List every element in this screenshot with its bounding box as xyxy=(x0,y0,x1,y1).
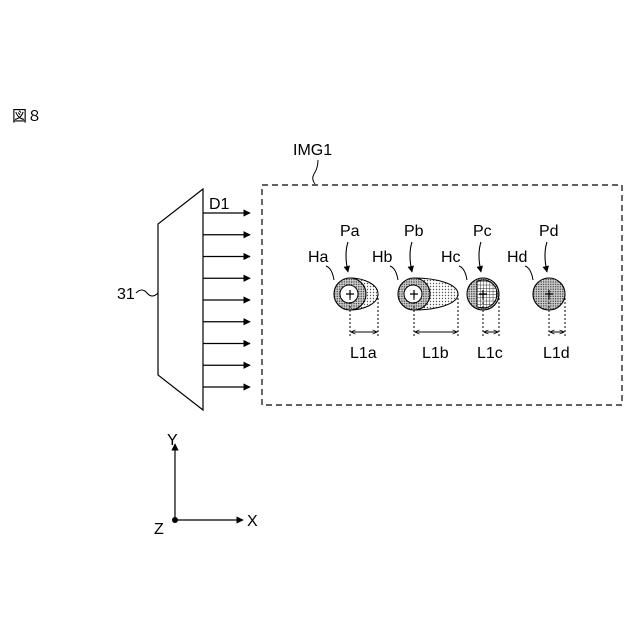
hole-leader xyxy=(326,266,334,280)
hole-label: Hd xyxy=(507,249,527,266)
spot-pd: Hd PdL1d xyxy=(507,223,570,362)
hole-leader xyxy=(459,266,467,280)
axis-x-label: X xyxy=(247,513,258,530)
coordinate-axes: Y X Z xyxy=(154,432,258,538)
image-label-leader xyxy=(313,160,318,184)
position-label: Pb xyxy=(404,223,424,240)
hole-leader xyxy=(525,266,533,280)
axis-z-label: Z xyxy=(154,521,164,538)
position-label: Pa xyxy=(340,223,360,240)
distance-label: L1c xyxy=(477,345,503,362)
distance-label: L1b xyxy=(422,345,449,362)
light-direction-arrows xyxy=(203,213,250,387)
light-source-31 xyxy=(158,189,203,410)
hole-label: Hb xyxy=(372,249,393,266)
position-label: Pd xyxy=(539,223,559,240)
position-leader xyxy=(346,242,348,272)
axis-y-label: Y xyxy=(167,432,178,449)
position-leader xyxy=(545,242,547,272)
figure-label: 図８ xyxy=(12,108,42,125)
position-leader xyxy=(479,242,481,272)
hole-leader xyxy=(390,266,398,280)
hole-label: Hc xyxy=(441,249,461,266)
distance-label: L1d xyxy=(543,345,570,362)
spot-pa: Ha PaL1a xyxy=(308,223,378,362)
spot-pb: Hb PbL1b xyxy=(372,223,458,362)
source-label-leader xyxy=(136,290,158,296)
distance-label: L1a xyxy=(350,345,377,362)
hole-label: Ha xyxy=(308,249,329,266)
position-leader xyxy=(410,242,412,272)
spot-group: Ha PaL1a Hb PbL1b Hc PcL1c Hd PdL1d xyxy=(308,223,570,362)
image-label: IMG1 xyxy=(293,142,332,159)
direction-label-d1: D1 xyxy=(209,196,230,213)
position-label: Pc xyxy=(473,223,492,240)
source-label: 31 xyxy=(117,286,135,303)
